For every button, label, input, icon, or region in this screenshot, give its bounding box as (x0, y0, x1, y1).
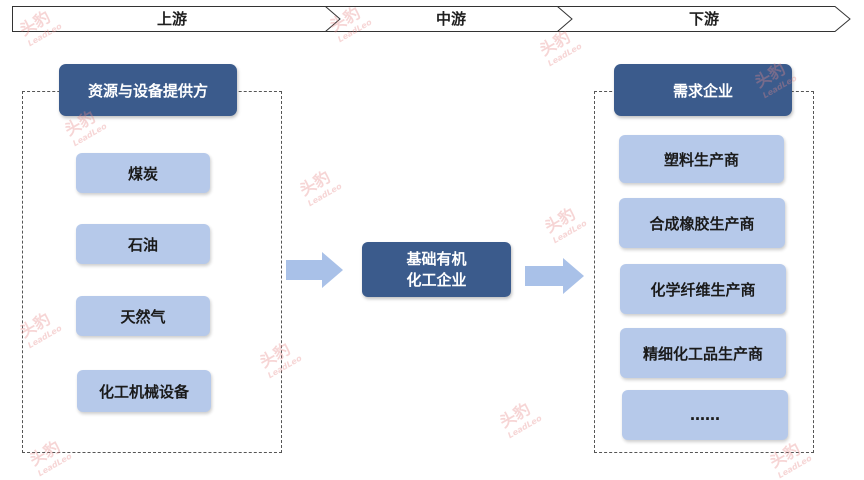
downstream-item-fiber: 化学纤维生产商 (620, 264, 786, 314)
upstream-item-gas: 天然气 (76, 296, 210, 336)
upstream-item-oil: 石油 (76, 224, 210, 264)
midstream-line-2: 化工企业 (406, 270, 467, 289)
stage-downstream: 下游 (557, 6, 851, 32)
downstream-item-rubber: 合成橡胶生产商 (619, 198, 785, 248)
upstream-header: 资源与设备提供方 (59, 64, 237, 116)
stage-upstream-label: 上游 (156, 10, 187, 28)
stage-downstream-chevron (557, 6, 851, 32)
stage-downstream-label: 下游 (688, 10, 719, 28)
arrow-mid-to-down (525, 258, 584, 294)
arrow-up-to-mid (286, 252, 343, 288)
downstream-item-fine-chem: 精细化工品生产商 (620, 328, 786, 378)
midstream-box: 基础有机 化工企业 (362, 242, 511, 297)
downstream-header: 需求企业 (614, 64, 792, 116)
midstream-line-1: 基础有机 (406, 249, 467, 268)
downstream-item-plastics: 塑料生产商 (619, 135, 784, 183)
stage-midstream-label: 中游 (435, 10, 466, 28)
upstream-item-equipment: 化工机械设备 (77, 370, 211, 412)
upstream-item-coal: 煤炭 (76, 153, 210, 193)
downstream-item-more: …… (622, 390, 788, 440)
